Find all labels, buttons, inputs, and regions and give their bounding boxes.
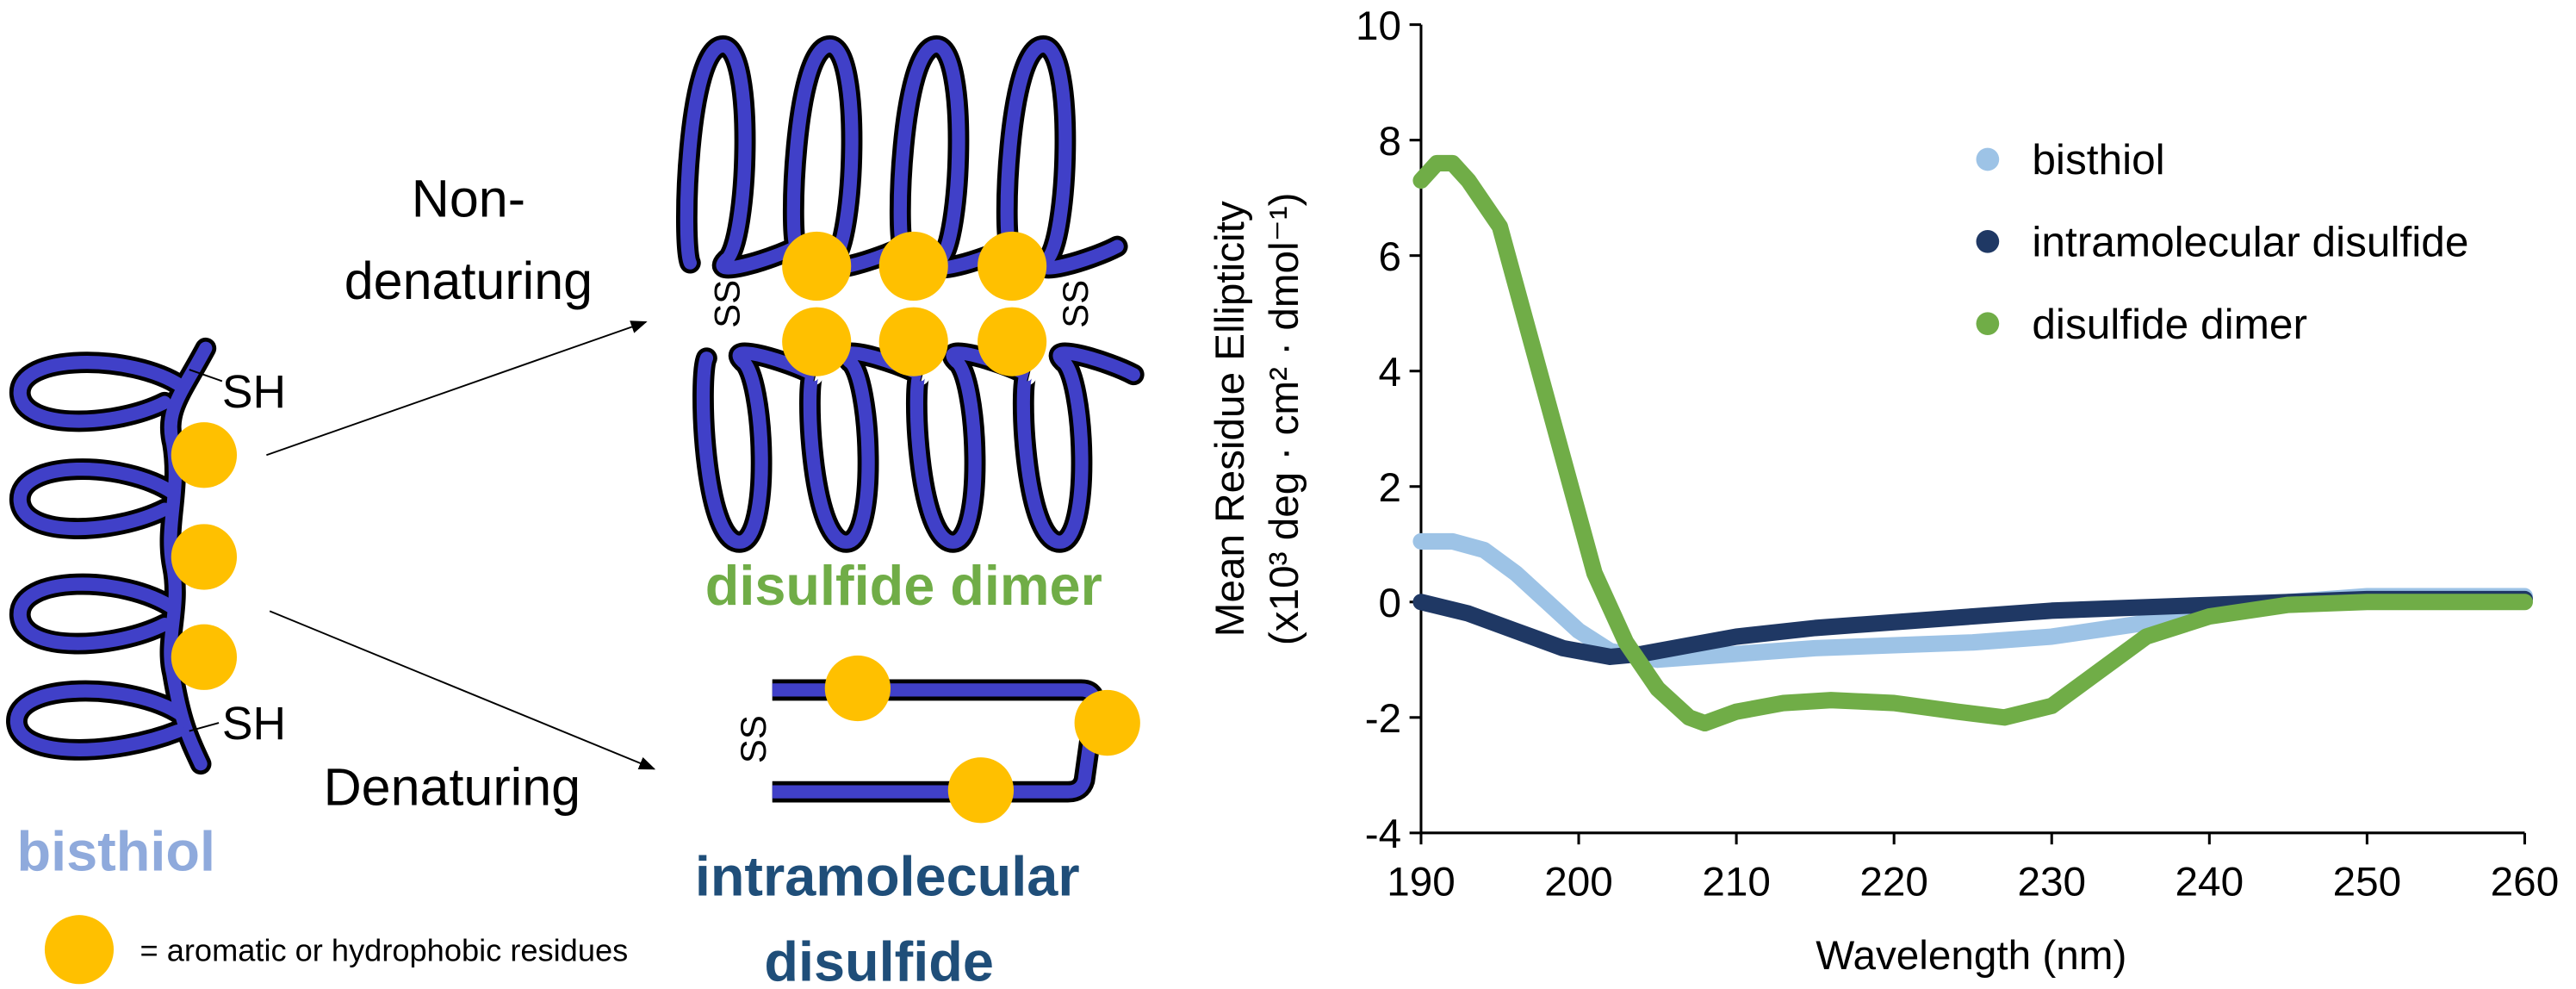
y-tick-label: 8 — [1379, 119, 1402, 165]
x-tick-label: 250 — [2333, 859, 2402, 905]
x-tick-label: 260 — [2491, 859, 2560, 905]
disulfide-dimer-helices: SS SS — [676, 34, 1145, 553]
cd-spectrum-chart: Mean Residue Ellipticity (x10³ deg · cm²… — [1207, 3, 2559, 979]
x-tick-label: 230 — [2017, 859, 2086, 905]
legend-marker — [1976, 147, 2000, 171]
series-line-disulfide-dimer — [1412, 154, 2533, 732]
non-denaturing-label-1: Non- — [412, 170, 525, 228]
y-tick-label: 2 — [1379, 465, 1402, 511]
residue-legend-text: = aromatic or hydrophobic residues — [140, 933, 629, 968]
x-tick-label: 220 — [1859, 859, 1928, 905]
ss-label-left: SS — [707, 280, 748, 328]
ss-label-right: SS — [1055, 280, 1096, 328]
legend: bisthiol intramolecular disulfide disulfid… — [1976, 135, 2468, 348]
y-tick-label: 6 — [1379, 234, 1402, 280]
non-denaturing-label-2: denaturing — [345, 252, 593, 310]
y-axis-title-2: (x10³ deg · cm² · dmol⁻¹) — [1262, 192, 1307, 645]
residue-icon — [171, 422, 238, 488]
y-tick-label: -2 — [1365, 696, 1401, 742]
denaturing-label: Denaturing — [324, 757, 581, 816]
x-tick-label: 210 — [1702, 859, 1771, 905]
intramolecular-label-2: disulfide — [764, 930, 994, 989]
series-line-intramolecular-disulfide — [1412, 590, 2533, 665]
legend-label: disulfide dimer — [2032, 300, 2307, 348]
residue-legend-icon — [44, 915, 115, 985]
intramolecular-label-1: intramolecular — [695, 844, 1080, 907]
bisthiol-helix — [6, 337, 238, 775]
y-tick-label: 0 — [1379, 581, 1402, 626]
y-tick-label: -4 — [1365, 812, 1401, 857]
arrow-non-denaturing — [266, 320, 648, 457]
y-tick-label: 4 — [1379, 350, 1402, 395]
disulfide-dimer-label: disulfide dimer — [705, 554, 1102, 617]
legend-marker — [1976, 229, 2000, 253]
ss-label-intra: SS — [733, 715, 773, 763]
x-tick-label: 200 — [1544, 859, 1613, 905]
intramolecular-structure: SS — [733, 655, 1140, 824]
residue-icon — [171, 524, 238, 590]
legend-label: bisthiol — [2032, 135, 2164, 183]
residue-icon — [171, 624, 238, 690]
x-tick-label: 190 — [1387, 859, 1456, 905]
bisthiol-label: bisthiol — [17, 820, 215, 883]
sh-label-top: SH — [222, 367, 286, 418]
x-axis-title: Wavelength (nm) — [1816, 933, 2126, 979]
legend-label: intramolecular disulfide — [2032, 217, 2468, 265]
y-axis-title-1: Mean Residue Ellipticity — [1207, 201, 1253, 637]
arrow-denaturing — [269, 610, 656, 770]
x-tick-label: 240 — [2176, 859, 2244, 905]
sh-label-bottom: SH — [222, 699, 286, 750]
legend-marker — [1976, 312, 2000, 336]
schematic-diagram: SH SH bisthiol Non- denaturing Denaturin… — [6, 34, 1145, 989]
y-tick-label: 10 — [1356, 3, 1401, 49]
